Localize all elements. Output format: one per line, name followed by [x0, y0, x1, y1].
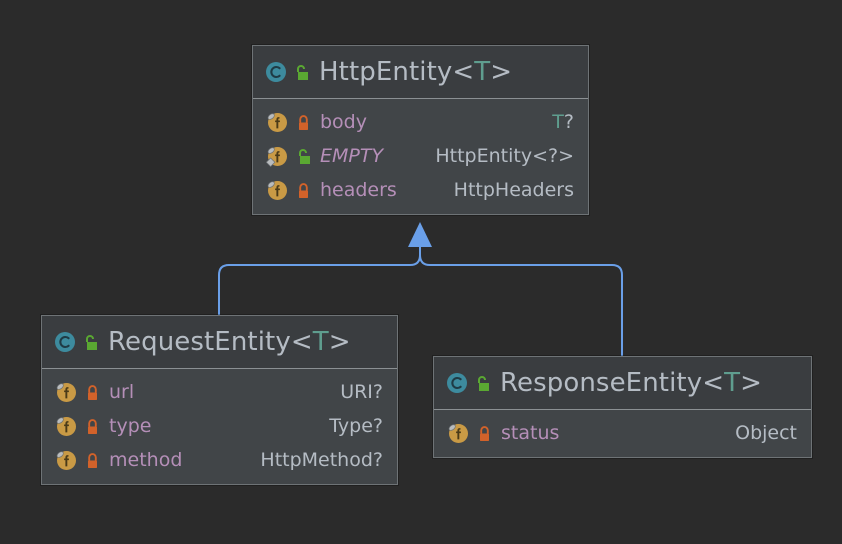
member-row[interactable]: url URI? [42, 375, 397, 409]
class-icon [265, 61, 287, 83]
member-type: T? [552, 110, 574, 133]
member-name: EMPTY [320, 144, 384, 167]
class-title-response-entity: ResponseEntity<T> [500, 368, 762, 398]
class-icon [54, 331, 76, 353]
class-node-response-entity[interactable]: ResponseEntity<T> status [433, 356, 812, 458]
unlock-green-icon [475, 375, 490, 392]
member-list-response-entity: status Object [434, 410, 811, 457]
member-row[interactable]: method HttpMethod? [42, 443, 397, 477]
class-header-request-entity[interactable]: RequestEntity<T> [42, 316, 397, 369]
member-row[interactable]: headers HttpHeaders [253, 173, 588, 207]
field-icon [265, 110, 289, 134]
class-title-http-entity: HttpEntity<T> [319, 57, 513, 87]
lock-orange-icon [85, 452, 100, 469]
member-type: URI? [340, 380, 383, 403]
unlock-green-icon [294, 64, 309, 81]
member-type: Object [735, 421, 797, 444]
member-row[interactable]: type Type? [42, 409, 397, 443]
class-header-response-entity[interactable]: ResponseEntity<T> [434, 357, 811, 410]
field-icon [446, 421, 470, 445]
edge-response-to-http [419, 238, 623, 357]
lock-orange-icon [296, 114, 311, 131]
field-icon [265, 178, 289, 202]
member-row[interactable]: body T? [253, 105, 588, 139]
class-icon [446, 372, 468, 394]
lock-orange-icon [296, 182, 311, 199]
field-icon [54, 448, 78, 472]
member-name: url [109, 380, 135, 403]
member-name: status [501, 421, 560, 444]
class-header-http-entity[interactable]: HttpEntity<T> [253, 46, 588, 99]
member-name: method [109, 448, 183, 471]
lock-orange-icon [477, 425, 492, 442]
unlock-green-icon [83, 334, 98, 351]
member-list-request-entity: url URI? type Ty [42, 369, 397, 484]
member-type: HttpHeaders [453, 178, 574, 201]
field-icon [54, 414, 78, 438]
class-node-request-entity[interactable]: RequestEntity<T> url [41, 315, 398, 485]
member-name: body [320, 110, 367, 133]
member-name: type [109, 414, 152, 437]
field-static-icon [265, 144, 289, 168]
member-type: HttpMethod? [260, 448, 383, 471]
member-list-http-entity: body T? EMP [253, 99, 588, 214]
member-name: headers [320, 178, 397, 201]
unlock-green-icon [296, 148, 311, 165]
field-icon [54, 380, 78, 404]
member-row[interactable]: status Object [434, 416, 811, 450]
generalization-arrowhead [408, 222, 432, 247]
lock-orange-icon [85, 384, 100, 401]
edge-request-to-http [218, 238, 421, 316]
class-node-http-entity[interactable]: HttpEntity<T> body T [252, 45, 589, 215]
lock-orange-icon [85, 418, 100, 435]
member-row[interactable]: EMPTY HttpEntity<?> [253, 139, 588, 173]
member-type: Type? [329, 414, 383, 437]
class-title-request-entity: RequestEntity<T> [108, 327, 351, 357]
member-type: HttpEntity<?> [435, 144, 574, 167]
